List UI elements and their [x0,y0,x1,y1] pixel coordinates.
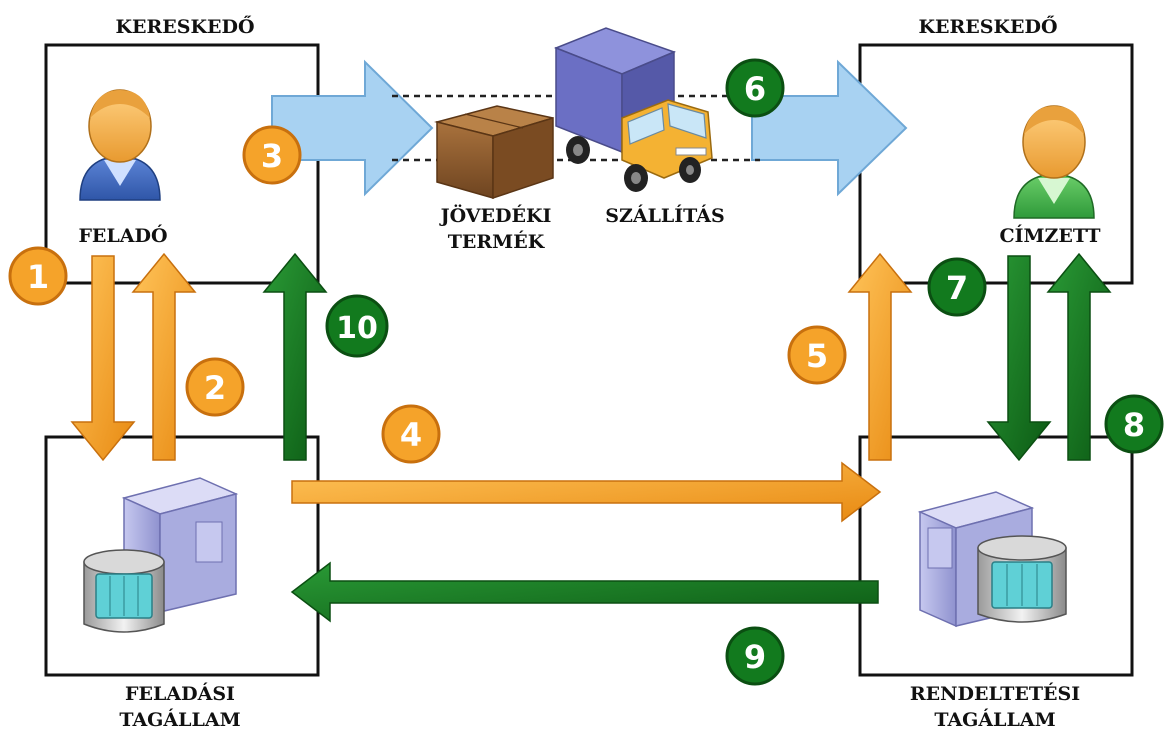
step-badge-8-label: 8 [1123,406,1145,444]
transport-label: SZÁLLÍTÁS [605,205,725,227]
step-badge-1: 1 [8,246,68,306]
step-badge-9: 9 [725,626,785,686]
destination-state-label-line1: RENDELTETÉSI [909,683,1081,705]
arrow-step-8 [1046,252,1112,461]
step-badge-10-label: 10 [336,311,378,346]
origin-state-box [44,435,320,677]
origin-state-label: FELADÁSI TAGÁLLAM [85,681,275,733]
arrow-step-5 [847,252,913,461]
product-label: JÖVEDÉKI TERMÉK [416,203,576,255]
server-database-icon-right [917,491,1067,628]
step-badge-9-label: 9 [744,638,766,676]
product-label-line1: JÖVEDÉKI [440,205,552,227]
shipment-arrow-left [271,59,434,197]
arrow-step-2 [131,252,197,461]
truck-icon [553,27,713,192]
step-badge-5: 5 [787,325,847,385]
destination-state-box [858,435,1134,677]
step-badge-3: 3 [242,125,302,185]
sender-label: FELADÓ [78,225,168,247]
step-badge-10: 10 [325,294,389,358]
arrow-step-4 [291,461,882,523]
sender-person-icon [79,89,161,201]
step-badge-7-label: 7 [946,269,968,307]
step-badge-6: 6 [725,58,785,118]
recipient-person-icon [1013,105,1095,219]
recipient-label: CÍMZETT [999,225,1101,247]
origin-state-label-line1: FELADÁSI [125,683,235,705]
trader-right-label: KERESKEDŐ [918,16,1058,38]
arrow-step-1 [70,255,136,462]
step-badge-1-label: 1 [27,258,49,296]
step-badge-7: 7 [927,257,987,317]
step-badge-3-label: 3 [261,137,283,175]
step-badge-2: 2 [185,357,245,417]
arrow-step-9 [290,561,879,623]
step-badge-2-label: 2 [204,369,226,407]
origin-state-label-line2: TAGÁLLAM [119,709,241,731]
parcel-icon [434,105,554,200]
step-badge-8: 8 [1104,394,1164,454]
step-badge-5-label: 5 [806,337,828,375]
trader-left-label: KERESKEDŐ [115,16,255,38]
step-badge-4-label: 4 [400,416,422,454]
step-badge-4: 4 [381,404,441,464]
server-database-icon-left [83,477,239,633]
destination-state-label: RENDELTETÉSI TAGÁLLAM [885,681,1105,733]
arrow-step-7 [986,255,1052,462]
product-label-line2: TERMÉK [447,231,545,253]
shipment-arrow-right [751,59,908,197]
step-badge-6-label: 6 [744,70,766,108]
arrow-step-10 [262,252,328,461]
destination-state-label-line2: TAGÁLLAM [934,709,1056,731]
